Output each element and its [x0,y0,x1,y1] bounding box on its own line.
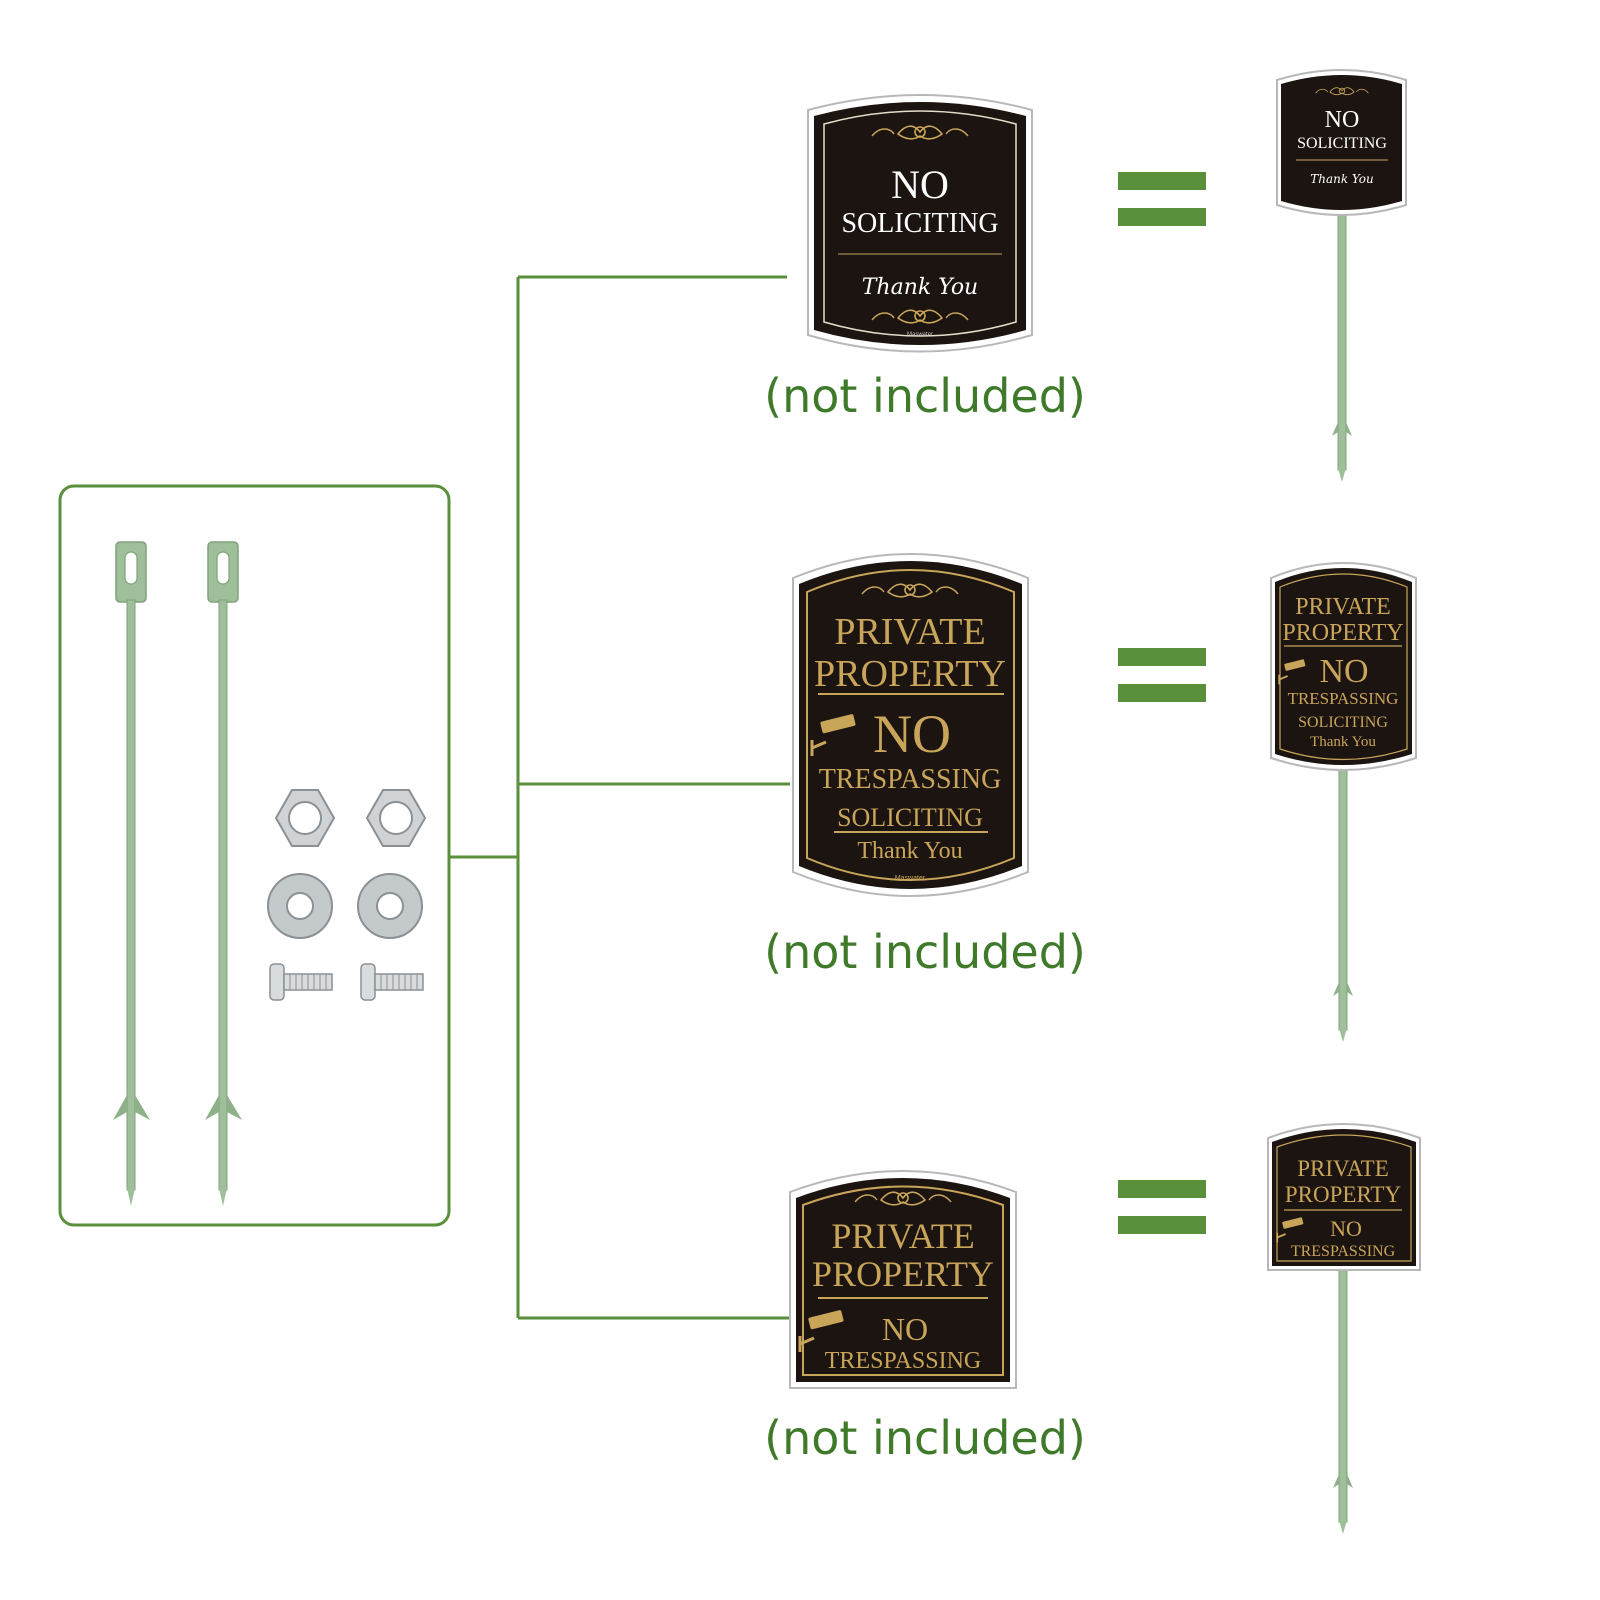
sign2-line3: NO [873,704,951,764]
equals-icon [1118,172,1206,226]
assembled-sign-private-property-soliciting: PRIVATE PROPERTY NO TRESPASSING SOLICITI… [1270,562,1417,1043]
sign-private-property-trespassing: PRIVATE PROPERTY NO TRESPASSING [789,1170,1017,1389]
sign2-line4: TRESPASSING [819,764,1002,795]
washer-icon [357,873,423,939]
bolt-icon [360,963,424,1001]
sign3-line2: PROPERTY [812,1254,994,1294]
sign2-line1: PRIVATE [834,611,985,653]
sign3-line4: TRESPASSING [825,1348,982,1374]
sign1-line1: NO [891,162,949,207]
caption-not-included: (not included) [764,925,1086,979]
assembled-sign-private-property-trespassing: PRIVATE PROPERTY NO TRESPASSING [1267,1123,1421,1535]
assembled2-line5: SOLICITING [1298,714,1388,731]
kit-box [58,484,451,1227]
sign3-line1: PRIVATE [831,1216,974,1256]
assembled3-line4: TRESPASSING [1291,1243,1396,1260]
sign1-brand: Maswater [907,332,933,338]
assembled1-line1: NO [1325,107,1360,133]
assembled3-line3: NO [1330,1216,1362,1241]
assembled-sign-no-soliciting: NO SOLICITING Thank You [1276,69,1407,483]
hex-nut-icon [274,789,336,847]
assembled3-line1: PRIVATE [1297,1156,1389,1181]
connector-lines [450,275,790,1320]
sign-private-property-soliciting: PRIVATE PROPERTY NO TRESPASSING SOLICITI… [792,553,1029,897]
assembled2-line2: PROPERTY [1282,620,1403,646]
sign2-line2: PROPERTY [814,653,1006,695]
assembled2-line4: TRESPASSING [1288,689,1399,708]
sign3-line3: NO [882,1311,928,1347]
assembled3-line2: PROPERTY [1285,1182,1402,1207]
caption-not-included: (not included) [764,369,1086,423]
sign-no-soliciting: NO SOLICITING Thank You Maswater [807,94,1033,353]
sign1-line3: Thank You [862,275,978,300]
equals-icon [1118,648,1206,702]
assembled1-line3: Thank You [1310,172,1374,186]
stake-icon [113,541,150,1206]
washer-icon [267,873,333,939]
stake-icon [205,541,242,1206]
sign2-line6: Thank You [857,838,962,864]
assembled2-line1: PRIVATE [1295,594,1391,620]
assembled1-line2: SOLICITING [1297,135,1387,152]
sign2-brand: Maswater [895,875,926,882]
bolt-icon [269,963,333,1001]
hex-nut-icon [365,789,427,847]
equals-icon [1118,1180,1206,1234]
sign2-line5: SOLICITING [837,803,983,832]
sign1-line2: SOLICITING [841,208,998,239]
caption-not-included: (not included) [764,1411,1086,1465]
assembled2-line3: NO [1319,653,1368,690]
assembled2-line6: Thank You [1310,734,1376,750]
